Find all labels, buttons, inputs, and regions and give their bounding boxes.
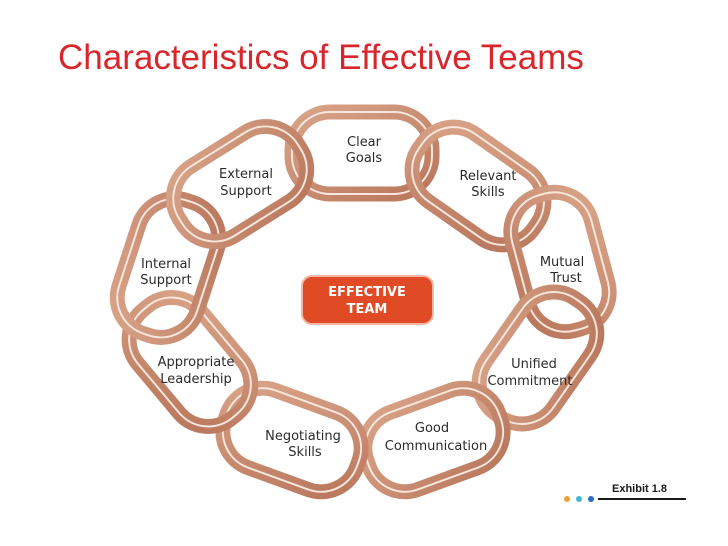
- exhibit-underline: [598, 498, 686, 500]
- label-negotiating-skills-2: Skills: [288, 445, 322, 460]
- label-mutual-trust-2: Trust: [549, 271, 581, 286]
- effective-team-box: EFFECTIVE TEAM: [302, 276, 433, 324]
- decorative-dot-orange: [564, 496, 570, 502]
- exhibit-label: Exhibit 1.8: [612, 483, 667, 495]
- label-relevant-skills-1: Relevant: [459, 169, 516, 184]
- label-internal-support-2: Support: [140, 273, 191, 288]
- label-negotiating-skills-1: Negotiating: [265, 429, 341, 444]
- label-external-support-1: External: [219, 167, 273, 182]
- center-label-1: EFFECTIVE: [328, 285, 406, 300]
- label-internal-support-1: Internal: [141, 257, 191, 272]
- label-relevant-skills-2: Skills: [471, 185, 505, 200]
- label-appropriate-leadership-2: Leadership: [160, 372, 231, 387]
- label-mutual-trust-1: Mutual: [540, 255, 584, 270]
- label-unified-commitment-1: Unified: [511, 357, 557, 372]
- label-appropriate-leadership-1: Appropriate: [158, 355, 235, 370]
- label-good-communication-2: Communication: [385, 439, 487, 454]
- label-clear-goals-2: Goals: [346, 151, 383, 166]
- decorative-dot-blue: [588, 496, 594, 502]
- center-label-2: TEAM: [347, 302, 388, 317]
- label-unified-commitment-2: Commitment: [487, 374, 572, 389]
- decorative-dot-cyan: [576, 496, 582, 502]
- label-external-support-2: Support: [220, 184, 271, 199]
- label-clear-goals-1: Clear: [347, 135, 382, 150]
- label-good-communication-1: Good: [415, 421, 449, 436]
